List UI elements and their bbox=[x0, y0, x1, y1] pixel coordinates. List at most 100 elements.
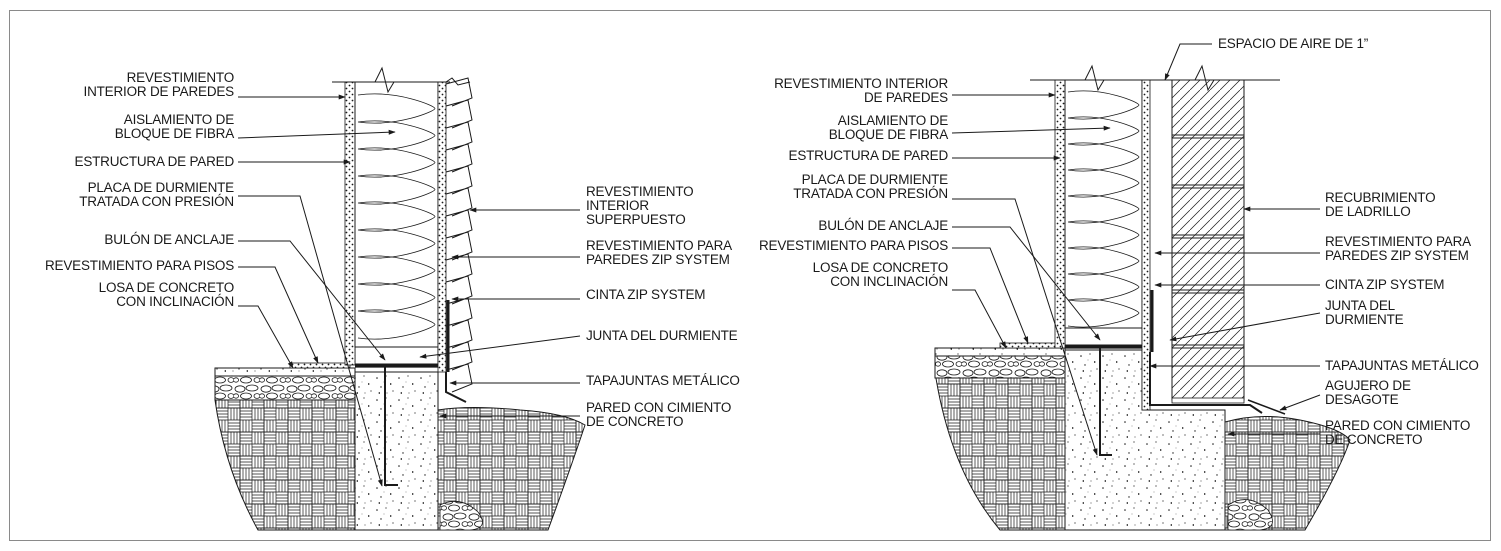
callout-text: REVESTIMIENTO PARA PISOS bbox=[759, 238, 948, 253]
callout-text: TAPAJUNTAS METÁLICO bbox=[1325, 358, 1479, 373]
left-insulation-bay bbox=[354, 81, 439, 348]
callout-5: REVESTIMIENTO PARA PISOS bbox=[45, 258, 319, 364]
leader-line bbox=[238, 305, 294, 369]
callout-20: ESPACIO DE AIRE DE 1” bbox=[1164, 36, 1368, 81]
callout-text: REVESTIMIENTO PARA bbox=[586, 238, 732, 253]
callout-text: TRATADA CON PRESIÓN bbox=[79, 194, 234, 209]
right-floor-finish bbox=[999, 342, 1061, 349]
callout-text: BLOQUE DE FIBRA bbox=[115, 126, 234, 141]
right-earth bbox=[934, 371, 1066, 531]
callout-text: AISLAMIENTO DE bbox=[838, 113, 948, 128]
callout-text: REVESTIMIENTO bbox=[586, 184, 693, 199]
right-flashing bbox=[1149, 352, 1263, 414]
left-slab bbox=[214, 367, 356, 377]
callout-text: PARED CON CIMIENTO bbox=[586, 400, 731, 415]
leader-line bbox=[237, 129, 396, 139]
callout-text: BULÓN DE ANCLAJE bbox=[818, 218, 948, 233]
callout-text: CON INCLINACIÓN bbox=[830, 274, 948, 289]
callout-text: PLACA DE DURMIENTE bbox=[88, 180, 235, 195]
left-rubble bbox=[439, 500, 483, 531]
left-anchor-bolt bbox=[384, 345, 398, 486]
callout-text: ESTRUCTURA DE PARED bbox=[75, 154, 235, 169]
right-break-line-brick bbox=[1160, 64, 1280, 92]
callout-text: TRATADA CON PRESIÓN bbox=[793, 186, 948, 201]
leader-line bbox=[952, 289, 1007, 349]
right-brick-veneer bbox=[1171, 79, 1245, 401]
left-foundation-wall bbox=[354, 371, 439, 531]
leader-line bbox=[238, 240, 386, 361]
leader-line bbox=[1164, 43, 1212, 81]
callout-text: CINTA ZIP SYSTEM bbox=[586, 287, 705, 302]
callout-text: REVESTIMIENTO bbox=[127, 70, 234, 85]
callout-text: DE PAREDES bbox=[864, 90, 948, 105]
callout-4: BULÓN DE ANCLAJE bbox=[104, 232, 386, 361]
callout-text: LOSA DE CONCRETO bbox=[99, 280, 234, 295]
left-flashing bbox=[445, 372, 467, 403]
left-zip-sheathing bbox=[437, 81, 447, 373]
right-sill-plate bbox=[1064, 327, 1143, 346]
callout-text: DESAGOTE bbox=[1325, 392, 1399, 407]
left-earth bbox=[214, 399, 356, 531]
callout-text: AISLAMIENTO DE bbox=[124, 112, 234, 127]
callout-text: INTERIOR bbox=[586, 198, 649, 213]
callout-text: DE CONCRETO bbox=[586, 414, 683, 429]
leader-line bbox=[952, 247, 1029, 344]
callout-text: INTERIOR DE PAREDES bbox=[84, 84, 235, 99]
callout-text: LOSA DE CONCRETO bbox=[813, 260, 948, 275]
left-sill-plate bbox=[354, 346, 439, 365]
callout-text: JUNTA DEL DURMIENTE bbox=[586, 328, 738, 343]
callout-text: DURMIENTE bbox=[1325, 312, 1404, 327]
callout-23: CINTA ZIP SYSTEM bbox=[1154, 277, 1445, 292]
callout-text: RECUBRIMIENTO bbox=[1325, 190, 1435, 205]
left-break-line-siding bbox=[445, 77, 471, 86]
left-insulation bbox=[357, 93, 436, 340]
callout-9: CINTA ZIP SYSTEM bbox=[451, 287, 706, 302]
right-break-line bbox=[1030, 64, 1160, 92]
callout-2: ESTRUCTURA DE PARED bbox=[75, 154, 351, 169]
callout-text: PAREDES ZIP SYSTEM bbox=[1325, 248, 1469, 263]
callout-text: ESPACIO DE AIRE DE 1” bbox=[1218, 36, 1368, 51]
leader-line bbox=[419, 335, 581, 359]
callout-11: TAPAJUNTAS METÁLICO bbox=[449, 373, 740, 388]
callout-25: TAPAJUNTAS METÁLICO bbox=[1149, 358, 1479, 373]
callout-18: REVESTIMIENTO PARA PISOS bbox=[759, 238, 1029, 344]
left-lap-siding bbox=[445, 77, 473, 393]
callout-text: PLACA DE DURMIENTE bbox=[802, 172, 949, 187]
sheet-border bbox=[9, 10, 1491, 541]
right-zip-sheathing bbox=[1141, 79, 1151, 411]
right-wall-detail bbox=[934, 64, 1351, 531]
callout-text: PARED CON CIMIENTO bbox=[1325, 418, 1470, 433]
right-drywall bbox=[1054, 79, 1066, 349]
callout-text: TAPAJUNTAS METÁLICO bbox=[586, 373, 740, 388]
callout-17: BULÓN DE ANCLAJE bbox=[818, 218, 1101, 341]
right-brick-joints bbox=[1172, 134, 1244, 349]
right-insulation bbox=[1067, 90, 1140, 328]
callout-text: AGUJERO DE bbox=[1325, 378, 1411, 393]
left-break-line bbox=[332, 66, 450, 94]
leader-line bbox=[1169, 312, 1321, 342]
right-slab bbox=[934, 347, 1066, 357]
leader-line bbox=[238, 266, 319, 364]
left-gravel bbox=[214, 375, 356, 401]
callout-text: ESTRUCTURA DE PARED bbox=[789, 148, 949, 163]
callout-text: BLOQUE DE FIBRA bbox=[829, 127, 948, 142]
left-earth-outside bbox=[437, 407, 586, 531]
callout-text: REVESTIMIENTO INTERIOR bbox=[774, 76, 948, 91]
callout-text: PAREDES ZIP SYSTEM bbox=[586, 252, 730, 267]
callout-text: DE LADRILLO bbox=[1325, 204, 1411, 219]
